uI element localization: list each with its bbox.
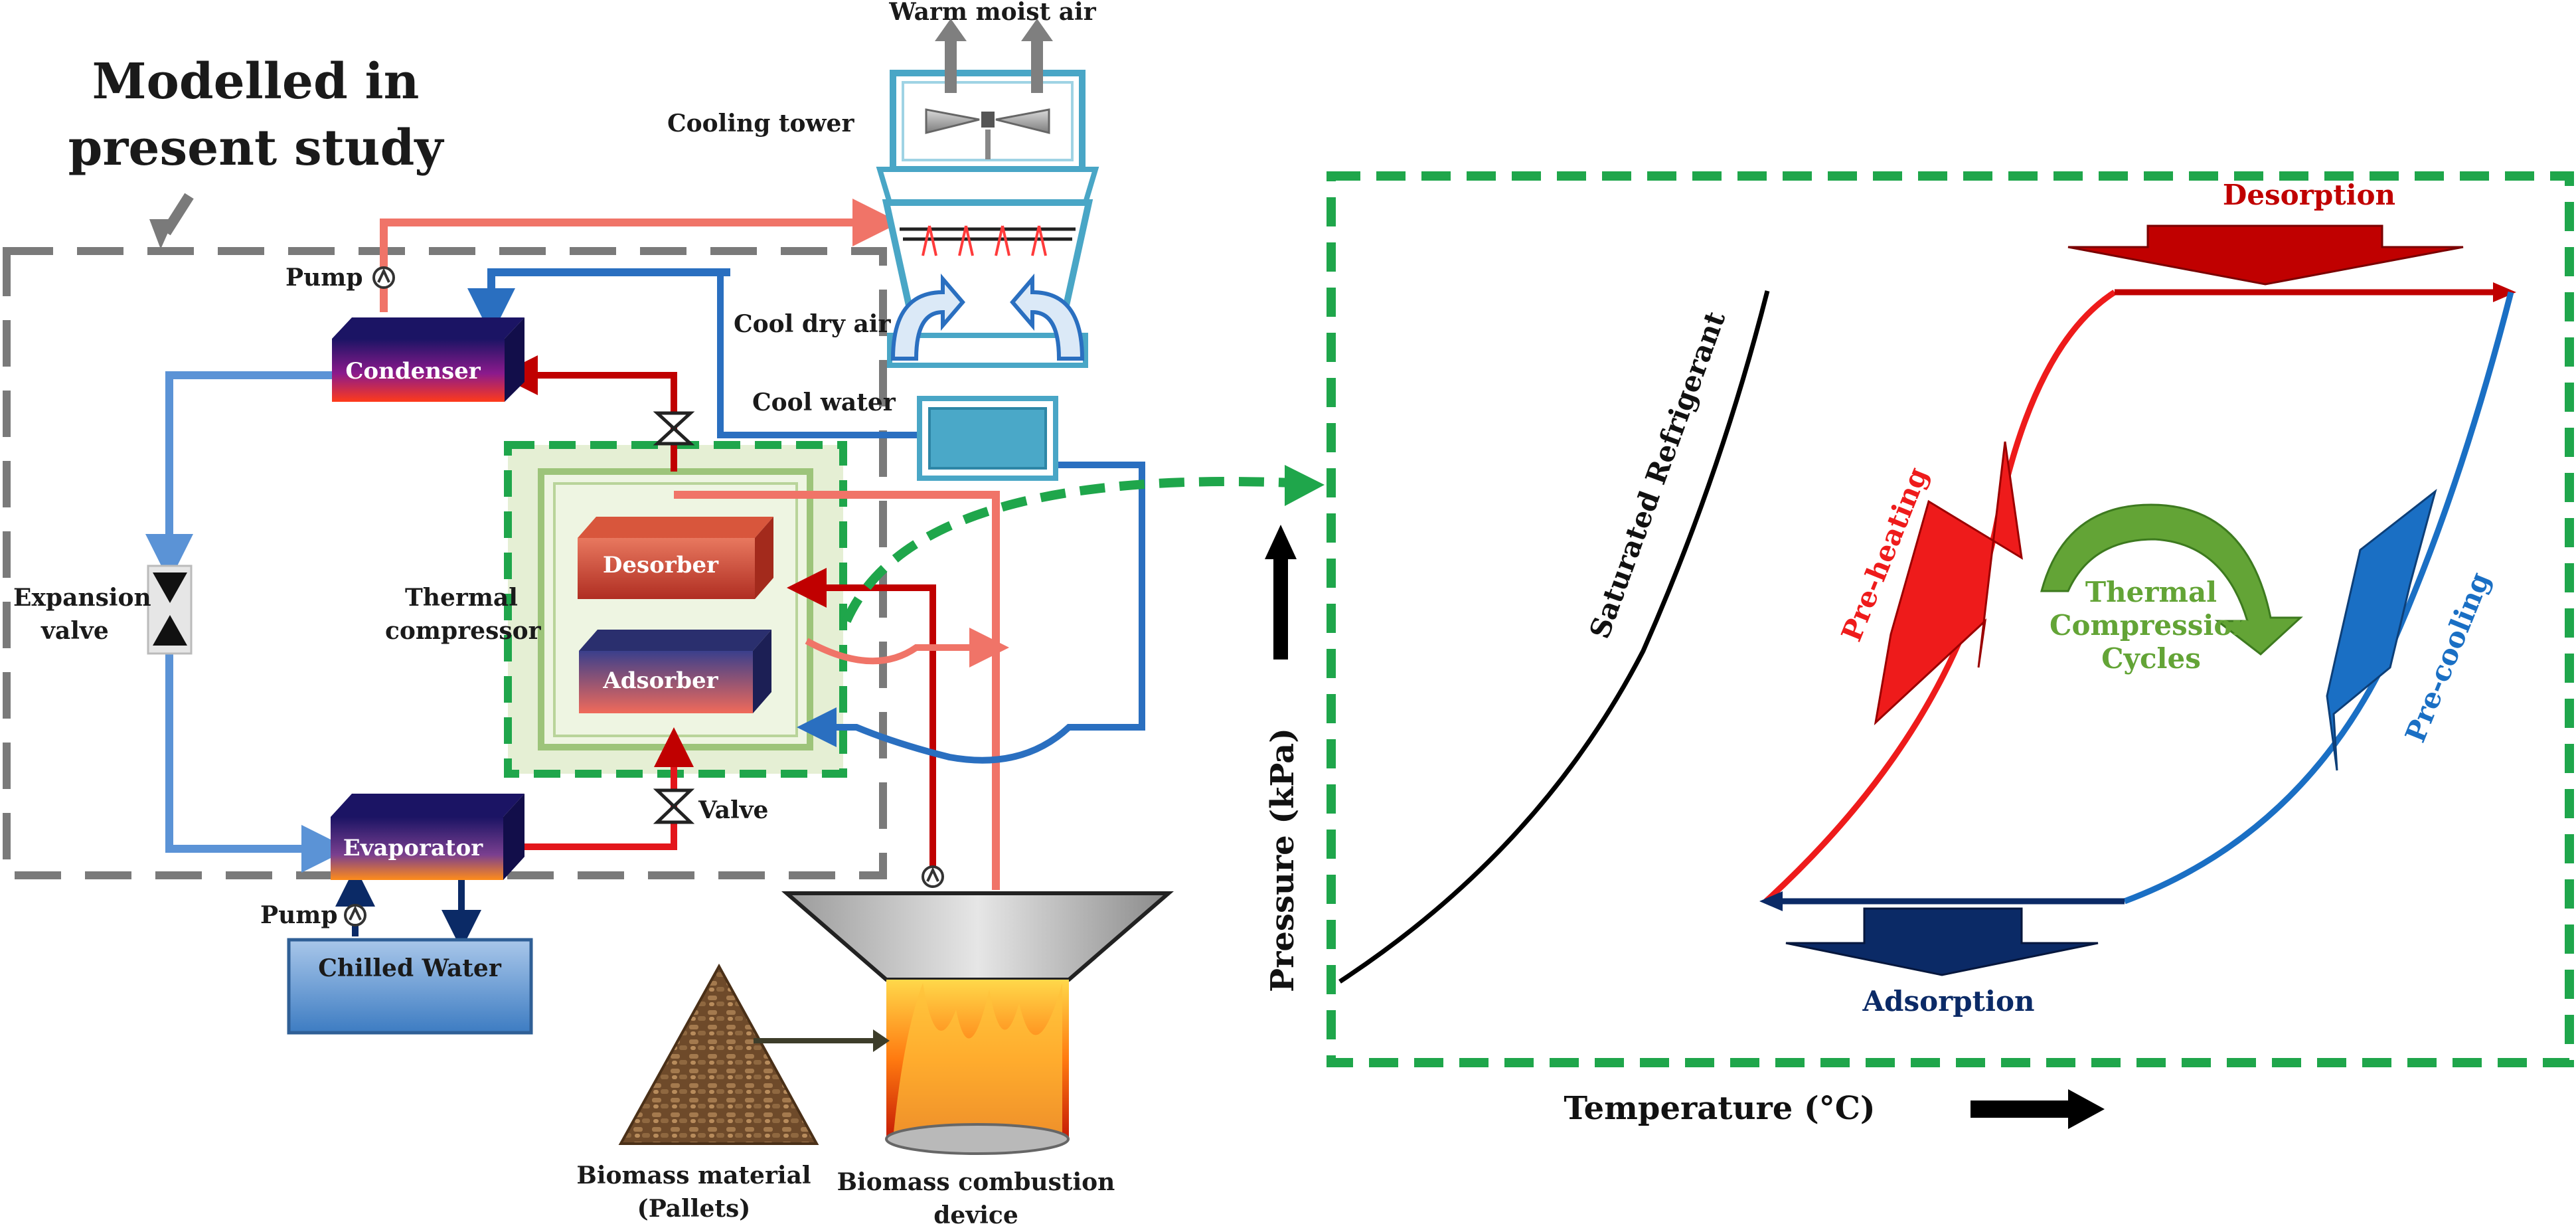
desorption-line-head bbox=[2493, 282, 2516, 302]
y-axis-label: Pressure (kPa) bbox=[1264, 728, 1301, 992]
cycle-label-1: Thermal bbox=[2085, 576, 2217, 608]
thermal-compressor-label-1: Thermal bbox=[405, 584, 518, 612]
adsorption-label: Adsorption bbox=[1862, 985, 2034, 1017]
evaporator-box bbox=[331, 794, 524, 880]
pump-bottom-label: Pump bbox=[260, 901, 338, 929]
cold-pipe-tower-to-condenser bbox=[467, 268, 730, 336]
fuel-feed-arrow-head bbox=[873, 1029, 890, 1052]
pressure-axis-arrow bbox=[1265, 525, 1297, 659]
biomass-material-label-1: Biomass material bbox=[576, 1162, 811, 1189]
biomass-device-label-2: device bbox=[933, 1201, 1018, 1229]
adsorber-label: Adsorber bbox=[602, 667, 718, 694]
adsorption-line-head bbox=[1759, 891, 1783, 911]
expansion-valve-label-2: valve bbox=[40, 617, 109, 645]
chilled-water-label: Chilled Water bbox=[318, 954, 502, 982]
modelled-title-line2: present study bbox=[68, 120, 445, 177]
hot-pipe-burner-return bbox=[674, 491, 1000, 890]
evaporator-label: Evaporator bbox=[343, 835, 483, 861]
bottom-valve-icon bbox=[653, 788, 695, 824]
hot-pipe-compressor-out bbox=[805, 628, 1009, 667]
precooling-arrow bbox=[2326, 489, 2437, 771]
warm-air-arrows bbox=[935, 19, 1053, 93]
chilled-water-tank bbox=[287, 938, 533, 1035]
liquid-pipe-valve-to-evap bbox=[165, 648, 349, 873]
cycle-label-3: Cycles bbox=[2101, 642, 2201, 675]
preheating-arrow bbox=[1874, 441, 2023, 726]
expansion-valve-icon bbox=[147, 565, 193, 655]
cool-water-label: Cool water bbox=[752, 389, 896, 416]
x-axis-label: Temperature (°C) bbox=[1564, 1090, 1875, 1127]
cycle-label-2: Compression bbox=[2050, 609, 2253, 642]
cold-pipe-cooling-down bbox=[717, 272, 923, 438]
cold-pipe-cool-water-loop bbox=[797, 462, 1145, 764]
biomass-burner bbox=[781, 891, 1174, 1155]
hot-pipe-burner-to-compressor bbox=[787, 568, 936, 883]
desorption-label: Desorption bbox=[2223, 179, 2395, 211]
biomass-material-label-2: (Pallets) bbox=[637, 1195, 751, 1223]
expansion-valve-label-1: Expansion bbox=[13, 584, 151, 612]
cool-dry-air-label: Cool dry air bbox=[734, 310, 891, 338]
valve-label: Valve bbox=[698, 796, 768, 824]
hot-pipe-evap-to-adsorber bbox=[524, 727, 694, 850]
modelled-pointer-head bbox=[149, 219, 174, 249]
adsorption-arrow bbox=[1785, 907, 2099, 976]
saturated-refrigerant-curve bbox=[1338, 290, 1770, 984]
condenser-box bbox=[332, 317, 524, 402]
modelled-title-line1: Modelled in bbox=[92, 53, 420, 110]
compression-cycle-arrow bbox=[2040, 503, 2303, 656]
desorber-label: Desorber bbox=[603, 552, 719, 578]
desorber-box bbox=[578, 517, 773, 599]
desorption-arrow bbox=[2067, 224, 2464, 286]
top-valve-icon bbox=[653, 411, 695, 446]
hot-pipe-to-tower bbox=[380, 199, 900, 312]
adsorber-box bbox=[579, 630, 771, 713]
zoom-connector-arrow bbox=[842, 477, 1309, 623]
pump-top-label: Pump bbox=[285, 264, 363, 292]
warm-air-label: Warm moist air bbox=[888, 0, 1096, 26]
liquid-pipe-condenser-to-valve bbox=[145, 371, 332, 582]
cooling-tower-label: Cooling tower bbox=[667, 110, 854, 137]
condenser-label: Condenser bbox=[345, 358, 481, 385]
biomass-pellets-pile bbox=[618, 963, 819, 1145]
pump-bottom-icon bbox=[344, 904, 366, 926]
zoom-connector-arrow-head bbox=[1285, 465, 1325, 506]
temperature-axis-arrow bbox=[1971, 1089, 2105, 1129]
biomass-device-label-1: Biomass combustion bbox=[837, 1168, 1115, 1196]
cooling-tower-fan-icon bbox=[925, 108, 1050, 159]
pump-top-icon bbox=[372, 266, 395, 289]
pump-burner-icon bbox=[922, 865, 944, 888]
thermal-compressor-label-2: compressor bbox=[385, 617, 542, 645]
